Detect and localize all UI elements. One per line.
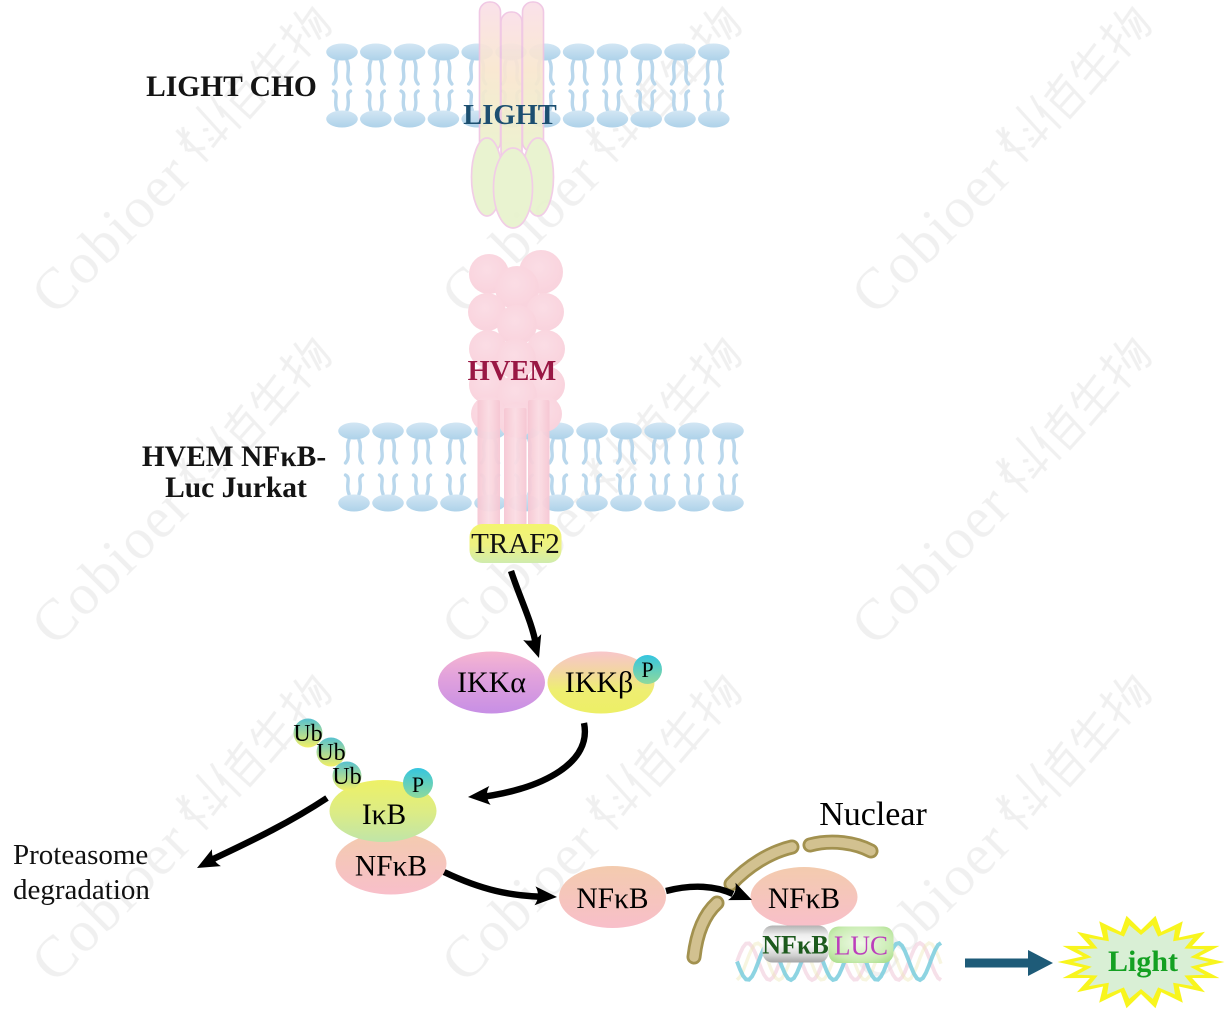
svg-text:NFκB: NFκB: [768, 883, 840, 915]
svg-text:degradation: degradation: [13, 874, 150, 906]
svg-text:NFκB: NFκB: [355, 851, 427, 883]
svg-text:Luc Jurkat: Luc Jurkat: [165, 472, 307, 504]
svg-text:Ub: Ub: [316, 740, 345, 766]
svg-text:TRAF2: TRAF2: [471, 528, 560, 560]
svg-text:LIGHT CHO: LIGHT CHO: [146, 71, 317, 103]
svg-text:Ub: Ub: [332, 764, 361, 790]
svg-text:LIGHT: LIGHT: [463, 100, 556, 131]
svg-text:P: P: [412, 772, 424, 797]
svg-text:LUC: LUC: [834, 931, 888, 961]
svg-text:P: P: [641, 657, 653, 682]
svg-text:HVEM: HVEM: [468, 356, 557, 387]
svg-text:IκB: IκB: [362, 799, 406, 831]
svg-text:Nuclear: Nuclear: [819, 796, 927, 833]
svg-text:HVEM NFκB-: HVEM NFκB-: [142, 441, 326, 473]
svg-text:Proteasome: Proteasome: [13, 839, 148, 871]
svg-text:Light: Light: [1108, 945, 1178, 978]
svg-text:Ub: Ub: [293, 721, 322, 747]
svg-text:NFκB: NFκB: [762, 931, 828, 960]
svg-text:NFκB: NFκB: [576, 883, 648, 915]
svg-text:IKKβ: IKKβ: [565, 666, 634, 699]
svg-text:IKKα: IKKα: [457, 666, 526, 699]
